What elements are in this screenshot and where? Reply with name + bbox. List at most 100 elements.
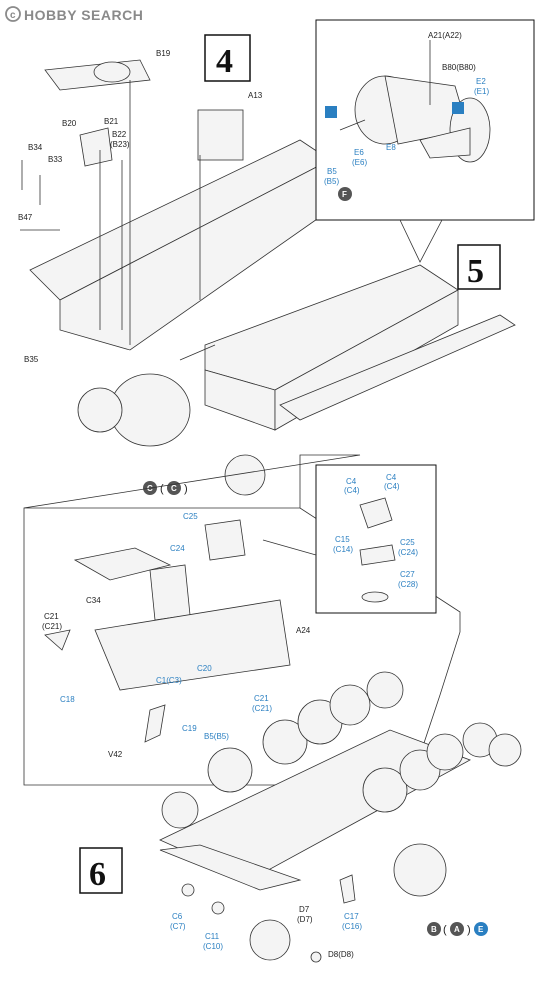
label-b23: (B23) xyxy=(110,140,130,149)
hull-side-plate xyxy=(59,159,331,351)
inset-c14: (C14) xyxy=(333,545,353,554)
inset-pointer xyxy=(399,219,443,263)
badge-a xyxy=(450,922,464,936)
road-wheel xyxy=(207,747,253,793)
label-b20: B20 xyxy=(62,119,77,128)
lid-inset xyxy=(359,544,396,566)
label-d7b: (D7) xyxy=(297,915,313,924)
paren-open: ( xyxy=(160,483,164,495)
badge-paren-close: ) xyxy=(467,924,471,936)
label-c25: C25 xyxy=(183,512,198,521)
label-b5: B5(B5) xyxy=(204,732,229,741)
label-b19: B19 xyxy=(156,49,171,58)
inset-c27: C27 xyxy=(400,570,415,579)
badge-e xyxy=(474,922,488,936)
label-b21: B21 xyxy=(104,117,119,126)
battery-box-a13 xyxy=(197,109,244,161)
label-c17: C17 xyxy=(344,912,359,921)
step-4-hull-drawing xyxy=(20,59,331,351)
part-c21 xyxy=(44,629,71,651)
road-wheel xyxy=(262,719,308,765)
part-c6 xyxy=(181,883,195,897)
step-4-box xyxy=(204,34,251,82)
storage-box-inset xyxy=(359,497,393,529)
label-c19: C19 xyxy=(182,724,197,733)
copyright-circle-icon xyxy=(5,6,21,22)
label-c21b: (C21) xyxy=(42,622,62,631)
badge-c-alt-letter: C xyxy=(171,484,177,493)
label-a13: A13 xyxy=(248,91,263,100)
step-6-inset-box xyxy=(315,464,437,614)
badge-f-letter: F xyxy=(342,190,347,199)
logo-text: HOBBY SEARCH xyxy=(24,7,143,23)
label-c10: (C10) xyxy=(203,942,223,951)
paren-close: ) xyxy=(184,483,188,495)
badge-a-letter: A xyxy=(454,925,460,934)
label-c18: C18 xyxy=(60,695,75,704)
fender xyxy=(279,314,516,421)
hobby-search-logo: c HOBBY SEARCH xyxy=(5,6,143,23)
hub-cap-d8 xyxy=(310,951,322,963)
label-b47: B47 xyxy=(18,213,33,222)
label-d8: D8(D8) xyxy=(328,950,354,959)
paint-marker-icon xyxy=(452,102,464,114)
label-b33: B33 xyxy=(48,155,63,164)
storage-box-c25 xyxy=(204,519,246,561)
inset-c4b: C4 xyxy=(386,473,397,482)
inset-c4b2: (C4) xyxy=(384,482,400,491)
label-c16: (C16) xyxy=(342,922,362,931)
copyright-letter: c xyxy=(10,10,16,21)
jack-v42 xyxy=(144,704,166,743)
transmission-part xyxy=(93,61,131,83)
label-e8: E8 xyxy=(386,143,396,152)
inset-c4a2: (C4) xyxy=(344,486,360,495)
inset-c15: C15 xyxy=(335,535,350,544)
road-wheel-d7 xyxy=(249,919,291,961)
label-e6: E6 xyxy=(354,148,364,157)
part-c17 xyxy=(339,874,356,904)
badge-e-letter: E xyxy=(478,925,484,934)
sprocket xyxy=(488,733,522,767)
step-5-number: 5 xyxy=(467,253,484,290)
storage-box-c24 xyxy=(149,564,191,621)
badge-f xyxy=(338,187,352,201)
label-a21: A21(A22) xyxy=(428,31,462,40)
label-c21d: (C21) xyxy=(252,704,272,713)
inset-c25: C25 xyxy=(400,538,415,547)
chassis-front xyxy=(159,844,302,891)
bracket-e8 xyxy=(419,127,471,159)
badge-paren-open: ( xyxy=(443,924,447,936)
step-6-section: 6 C4 (C4) C4 (C4) C15 (C14) C25 (C24) C2… xyxy=(23,454,522,963)
road-wheel xyxy=(362,767,408,813)
road-wheel xyxy=(161,791,199,829)
ring-c27 xyxy=(361,591,389,603)
step-6-frame xyxy=(23,454,461,786)
chassis-drawing xyxy=(159,671,522,963)
label-c20: C20 xyxy=(197,664,212,673)
step-6-number: 6 xyxy=(89,856,106,893)
badge-b xyxy=(427,922,441,936)
step-4-number: 4 xyxy=(216,43,233,80)
step-5-hull-drawing xyxy=(77,264,516,496)
seat-b20 xyxy=(79,127,113,167)
step-6-parts-drawing xyxy=(44,519,291,743)
part-c11 xyxy=(211,901,225,915)
label-c11: C11 xyxy=(205,932,220,941)
label-b35: B35 xyxy=(24,355,39,364)
label-c21a: C21 xyxy=(44,612,59,621)
step-5-section: 5 C ( C ) xyxy=(77,244,516,496)
inset-c28: (C28) xyxy=(398,580,418,589)
label-b80: B80(B80) xyxy=(442,63,476,72)
step-5-inset: A21(A22) B80(B80) E2 (E1) E6 (E6) E8 B5 … xyxy=(315,19,535,263)
label-e6b: (E6) xyxy=(352,158,367,167)
label-v42: V42 xyxy=(108,750,123,759)
road-wheel xyxy=(426,733,464,771)
step-6-box xyxy=(79,847,123,894)
badge-b-letter: B xyxy=(431,925,437,934)
inset-c24: (C24) xyxy=(398,548,418,557)
road-wheel xyxy=(366,671,404,709)
inset-pointer xyxy=(262,539,317,556)
label-d7: D7 xyxy=(299,905,310,914)
cover-c34 xyxy=(73,547,172,581)
